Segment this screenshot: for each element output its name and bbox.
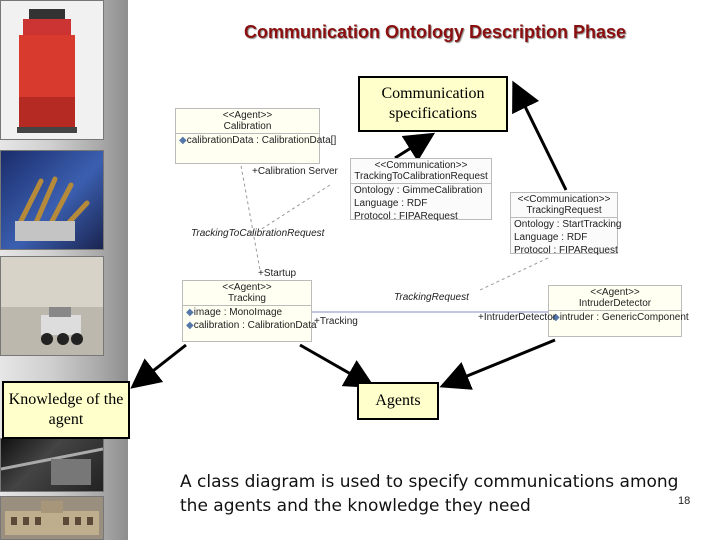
- uml-ttcr-header: <<Communication>> TrackingToCalibrationR…: [351, 159, 491, 184]
- uml-tracking-attribute-image: ◆image : MonoImage: [186, 307, 283, 318]
- uml-ttcr-name: TrackingToCalibrationRequest: [354, 171, 488, 182]
- arrow-to-agents-from-tracking: [299, 343, 376, 388]
- uml-calibration-name: Calibration: [223, 121, 272, 132]
- robot-photo: [0, 0, 104, 140]
- uml-tracking-request: <<Communication>> TrackingRequest Ontolo…: [510, 192, 622, 256]
- callout-knowledge-of-agent: Knowledge of the agent: [2, 381, 130, 439]
- slide-caption: A class diagram is used to specify commu…: [180, 472, 679, 516]
- uml-tr-stereotype: <<Communication>>: [517, 194, 611, 205]
- label-startup: +Startup: [258, 268, 297, 279]
- uml-tr-header: <<Communication>> TrackingRequest: [511, 193, 617, 218]
- uml-tracking-agent: <<Agent>> Tracking ◆image : MonoImage ◆c…: [182, 280, 317, 342]
- robotic-hand-icon: [15, 176, 90, 241]
- robot-icon: [17, 9, 77, 133]
- uml-tr-attribute-protocol: Protocol : FIPARequest: [514, 245, 618, 256]
- robotic-hand-photo: [0, 150, 104, 250]
- mobile-robot-icon: [1, 257, 103, 345]
- mobile-robot-photo: [0, 256, 104, 356]
- building-photo: [0, 496, 104, 540]
- uml-intruder-name: IntruderDetector: [578, 298, 652, 309]
- label-plus-tracking: +Tracking: [314, 316, 358, 327]
- dependency-line-calibration: [259, 184, 331, 231]
- camera-feed-icon: [0, 447, 104, 485]
- page-title: Communication Ontology Description Phase: [243, 22, 627, 42]
- callout-communication-specifications: Communication specifications: [358, 76, 508, 132]
- arrow-to-comm-spec: [512, 80, 568, 191]
- callout-agents: Agents: [357, 382, 439, 420]
- uml-tracking-name: Tracking: [228, 293, 266, 304]
- uml-tr-name: TrackingRequest: [526, 205, 602, 216]
- label-calibration-server: +Calibration Server: [252, 166, 338, 177]
- arrow-to-agents-from-detector: [439, 338, 556, 390]
- label-plus-intruder-detector: +IntruderDetector: [478, 312, 557, 323]
- attribute-icon: ◆: [179, 135, 187, 146]
- uml-intruder-header: <<Agent>> IntruderDetector: [549, 286, 681, 311]
- uml-tr-attribute-language: Language : RDF: [514, 232, 588, 243]
- uml-calibration-header: <<Agent>> Calibration: [176, 109, 319, 134]
- uml-intruder-attribute: ◆intruder : GenericComponent: [552, 312, 689, 323]
- uml-tracking-stereotype: <<Agent>>: [222, 282, 272, 293]
- dependency-line-calib-tracking: [239, 159, 261, 271]
- attribute-icon: ◆: [186, 307, 194, 318]
- uml-ttcr-attribute-protocol: Protocol : FIPARequest: [354, 211, 458, 222]
- building-icon: [5, 501, 99, 535]
- uml-tracking-attribute-calibration: ◆calibration : CalibrationData: [186, 320, 317, 331]
- attribute-icon: ◆: [552, 312, 560, 323]
- attribute-icon: ◆: [186, 320, 194, 331]
- uml-tracking-to-calibration-request: <<Communication>> TrackingToCalibrationR…: [350, 158, 492, 222]
- uml-ttcr-attribute-ontology: Ontology : GimmeCalibration: [354, 185, 483, 196]
- uml-calibration-agent: <<Agent>> Calibration ◆calibrationData :…: [175, 108, 337, 164]
- uml-tracking-header: <<Agent>> Tracking: [183, 281, 311, 306]
- page-number: 18: [678, 495, 691, 507]
- uml-ttcr-attribute-language: Language : RDF: [354, 198, 428, 209]
- arrow-to-knowledge: [130, 343, 187, 389]
- arrow-to-comm-spec-2: [394, 132, 436, 162]
- uml-intruder-stereotype: <<Agent>>: [590, 287, 640, 298]
- label-tracking-request: TrackingRequest: [394, 292, 469, 303]
- uml-calibration-stereotype: <<Agent>>: [222, 110, 273, 121]
- label-tracking-to-calibration-request: TrackingToCalibrationRequest: [191, 228, 325, 239]
- camera-feed-photo: [0, 438, 104, 492]
- uml-calibration-attribute: ◆calibrationData : CalibrationData[]: [179, 135, 337, 146]
- uml-tr-attribute-ontology: Ontology : StartTracking: [514, 219, 622, 230]
- uml-intruder-detector-agent: <<Agent>> IntruderDetector ◆intruder : G…: [548, 285, 689, 337]
- uml-ttcr-stereotype: <<Communication>>: [374, 160, 468, 171]
- dependency-line-tracking-request: [479, 257, 549, 291]
